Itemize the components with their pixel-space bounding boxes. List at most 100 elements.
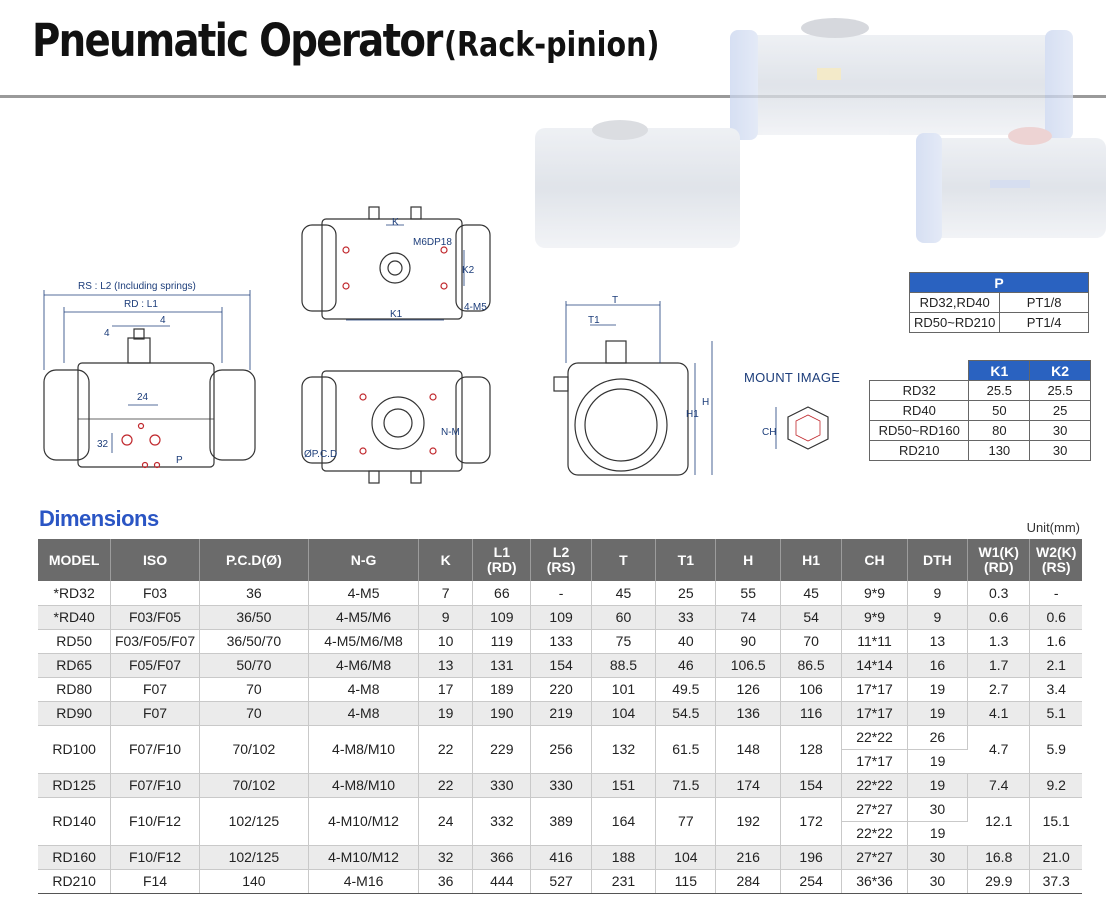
ch-label: CH [762,427,776,438]
k-table-header [869,360,970,381]
table-cell: 4-M16 [308,869,420,894]
pcd-label: ØP.C.D [304,449,337,460]
ch-cell: 17*17 [841,677,908,702]
k-table-cell: 50 [968,400,1031,421]
k-table-cell: RD210 [868,440,970,461]
table-cell: 36 [199,581,309,606]
table-cell: 70 [199,677,309,702]
table-cell: 196 [780,845,843,870]
weight-cell: 37.3 [1029,869,1082,894]
k1-label: K1 [390,309,403,320]
ch-cell: 9*9 [841,605,908,630]
table-cell: 131 [472,653,532,678]
mount-image-label: MOUNT IMAGE [744,370,841,385]
table-cell: 24 [418,797,474,846]
table-cell: 102/125 [199,797,309,846]
weight-cell: 29.9 [967,869,1031,894]
nm-label: N-M [441,427,460,438]
port-size-cell: PT1/8 [999,292,1089,313]
weight-cell: 5.9 [1029,725,1082,774]
table-cell: 4-M10/M12 [308,845,420,870]
weight-cell: 0.3 [967,581,1031,606]
table-cell: 13 [418,653,474,678]
table-cell: F14 [110,869,200,894]
table-cell: 136 [715,701,781,726]
table-cell: 9 [418,605,474,630]
table-cell: 164 [591,797,657,846]
table-cell: 254 [780,869,843,894]
dth-cell: 13 [907,629,969,654]
table-cell: 4-M5/M6/M8 [308,629,420,654]
dim-32: 32 [97,439,109,450]
dimensions-header-cell: L2(RS) [530,539,592,581]
dim-24: 24 [137,392,149,403]
k-table-cell: 80 [968,420,1031,441]
k-label: K [392,217,399,228]
ch-cell: 9*9 [841,581,908,606]
dimensions-header-cell: W1(K)(RD) [967,539,1031,581]
table-cell: 148 [715,725,781,774]
table-cell: 330 [530,773,592,798]
weight-cell: 16.8 [967,845,1031,870]
model-cell: RD100 [38,725,112,774]
weight-cell: 3.4 [1029,677,1082,702]
model-cell: RD125 [38,773,112,798]
table-cell: 126 [715,677,781,702]
dth-cell: 19 [907,821,968,846]
ch-cell: 17*17 [841,749,908,774]
side-view-dimensions [43,290,251,453]
k-table-header: K2 [1029,360,1091,381]
ch-cell: 22*22 [841,773,908,798]
dimensions-header-cell: ISO [110,539,200,581]
weight-cell: 21.0 [1029,845,1082,870]
t-label: T [612,295,618,306]
dim-4-a: 4 [104,328,110,339]
table-cell: 219 [530,701,592,726]
table-cell: 444 [472,869,532,894]
table-cell: 106 [780,677,843,702]
ch-cell: 36*36 [841,869,908,894]
weight-cell: 4.1 [967,701,1031,726]
table-cell: 189 [472,677,532,702]
k-table-cell: RD50~RD160 [868,420,970,441]
table-cell: 22 [418,773,474,798]
weight-cell: 7.4 [967,773,1031,798]
unit-label: Unit(mm) [1026,520,1080,535]
table-cell: 104 [591,701,657,726]
ch-cell: 11*11 [841,629,908,654]
table-cell: 154 [780,773,843,798]
side-view-drawing [43,328,256,469]
dimensions-header-cell: L1(RD) [472,539,532,581]
m5-label: 4-M5 [464,302,487,313]
k-table-cell: 25 [1029,400,1091,421]
table-cell: 109 [530,605,592,630]
table-cell: F03/F05 [110,605,200,630]
table-cell: 4-M8/M10 [308,725,420,774]
dimensions-header-cell: P.C.D(Ø) [199,539,309,581]
table-cell: 75 [591,629,657,654]
table-cell: 172 [780,797,843,846]
table-cell: 416 [530,845,592,870]
table-cell: F07 [110,701,200,726]
weight-cell: 9.2 [1029,773,1082,798]
table-cell: 36 [418,869,474,894]
k2-label: K2 [462,265,475,276]
table-cell: 216 [715,845,781,870]
dth-cell: 19 [907,677,969,702]
ch-cell: 27*27 [841,845,908,870]
table-cell: F07/F10 [110,773,200,798]
table-cell: F10/F12 [110,845,200,870]
dimensions-header-cell: H1 [780,539,843,581]
table-cell: 45 [780,581,843,606]
dth-cell: 16 [907,653,969,678]
model-cell: RD90 [38,701,112,726]
table-cell: 102/125 [199,845,309,870]
table-cell: 25 [655,581,717,606]
